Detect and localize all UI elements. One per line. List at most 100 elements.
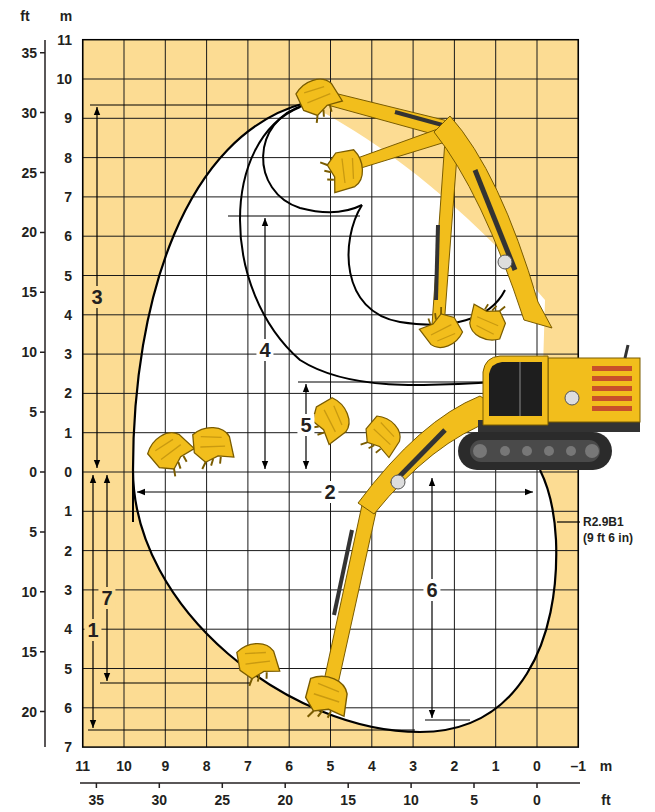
axis-tick-label: 25 [21,166,37,180]
axis-tick-label: 5 [29,405,37,419]
axis-tick-label: 0 [533,793,541,807]
axis-tick-label: 10 [21,585,37,599]
envelope-stub [132,470,134,522]
axis-tick-label: 8 [64,151,72,165]
axis-tick-label: 5 [327,759,335,773]
bucket [356,412,408,464]
louver [592,376,632,381]
dimension-number: 2 [321,481,338,503]
axis-tick-label: 2 [64,544,72,558]
axis-tick-label: 2 [64,386,72,400]
light [565,391,579,405]
louver [592,386,632,391]
extension-line [298,381,495,382]
axis-tick-label: 30 [21,106,37,120]
dimension-line [92,475,93,728]
bucket [294,72,346,125]
exhaust [625,345,628,358]
stick [322,505,376,693]
axis-tick-label: 9 [64,111,72,125]
axis-tick-label: 6 [64,229,72,243]
axis-tick-label: 4 [368,759,376,773]
axis-unit: m [60,9,72,23]
extension-line [88,729,415,730]
axis-tick-label: 9 [161,759,169,773]
axis-tick-label: 10 [403,793,419,807]
stick [324,92,448,136]
roller [473,444,487,458]
axis-tick-label: 5 [64,269,72,283]
axis-tick-label: 10 [116,759,132,773]
inner-envelope [349,205,505,325]
axes [40,40,580,788]
window-frame [519,362,521,416]
axis-unit: m [600,759,612,773]
axis-tick-label: 3 [64,347,72,361]
axis-tick-label: 0 [64,465,72,479]
axis-tick-label: 30 [152,793,168,807]
axis-tick-label: 7 [64,190,72,204]
axis-tick-label: 4 [64,308,72,322]
axis-tick-label: 6 [64,701,72,715]
axis-tick-label: 15 [21,645,37,659]
louver [592,396,632,401]
stick [432,140,458,327]
axis-tick-label: 20 [21,705,37,719]
axis-tick-label: 20 [277,793,293,807]
axis-tick-label: 35 [89,793,105,807]
extension-line [100,682,250,683]
ft-axis-line [44,40,46,747]
excavator-body [458,345,640,470]
axis-tick-label: 0 [533,759,541,773]
bucket [415,304,465,354]
axis-tick-label: 4 [64,622,72,636]
axis-tick-label: 5 [64,662,72,676]
hydraulic-cylinder [475,170,515,270]
ft-axis-line [80,782,580,784]
track [458,432,612,470]
axis-tick-label: 11 [75,759,90,773]
axis-tick-label: 8 [203,759,211,773]
track-frame [470,440,600,462]
roller [566,446,576,456]
engine-housing [548,358,640,422]
axis-unit: ft [20,9,29,23]
axis-tick-label: 3 [64,583,72,597]
louver [592,406,632,411]
hydraulic-cylinder [395,112,446,126]
extension-line [425,719,470,720]
roller [500,446,510,456]
outer-reach-envelope [133,103,556,732]
cab-window [489,362,542,416]
ft-ticks [40,53,45,712]
hydraulic-cylinder [436,225,438,300]
dimension-number: 5 [297,414,314,436]
axis-tick-label: 11 [57,33,72,47]
bucket [144,424,200,480]
axis-tick-label: 5 [29,525,37,539]
rollers [473,444,599,458]
roller [585,444,599,458]
axis-tick-label: 7 [244,759,252,773]
dimension-number: 1 [84,619,101,641]
axis-tick-label: 10 [56,72,72,86]
plot-frame [83,40,579,747]
louvers [592,366,632,411]
axis-tick-label: 10 [21,345,37,359]
axis-tick-label: 15 [340,793,356,807]
axis-tick-label: 1 [492,759,500,773]
louver [592,366,632,371]
ft-ticks [96,783,537,788]
leader-line [557,521,580,522]
dimension-number: 7 [98,587,115,609]
bucket [464,296,511,344]
extension-line [90,104,302,105]
hydraulic-cylinder [334,530,352,615]
dimension-number: 3 [88,286,105,308]
bucket [301,673,353,726]
axis-tick-label: 1 [64,504,72,518]
dimension-number: 6 [423,579,440,601]
bucket [192,426,234,470]
axis-tick-label: 25 [214,793,230,807]
